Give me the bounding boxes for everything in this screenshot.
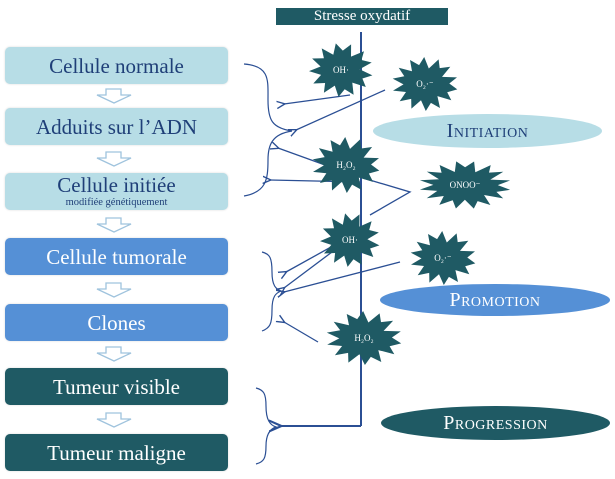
- species-label: O₂·⁻: [434, 253, 452, 263]
- arrow-h2o2-1: [278, 148, 326, 166]
- arrow-oh2-b: [284, 251, 333, 288]
- species-label: OH·: [333, 65, 349, 75]
- starburst-h2o2-1: H₂O₂: [312, 137, 380, 193]
- down-arrow-icon: [96, 346, 132, 362]
- stress-header: Stresse oxydatif: [276, 8, 448, 25]
- stage-sublabel: modifiée génétiquement: [65, 197, 168, 208]
- brace-promotion: [261, 251, 283, 332]
- starburst-shape: [320, 213, 380, 267]
- stage-label: Adduits sur l’ADN: [36, 114, 197, 139]
- brace-progression: [255, 387, 278, 465]
- stage-label: Cellule initiée: [57, 173, 176, 197]
- starburst-shape: [392, 57, 458, 111]
- arrow-h2o2-2: [284, 322, 319, 343]
- arrow-o2-1: [296, 89, 386, 130]
- phase-label: Initiation: [446, 119, 529, 142]
- starburst-shape: [326, 311, 402, 365]
- species-label: O₂·⁻: [416, 79, 434, 89]
- stage-label: Cellule normale: [49, 53, 184, 78]
- starburst-o2-1: O₂·⁻: [392, 57, 458, 111]
- down-arrow-icon: [96, 151, 132, 167]
- starburst-shape: [309, 43, 373, 97]
- species-label: H₂O₂: [354, 333, 373, 343]
- down-arrow-icon: [96, 412, 132, 428]
- starburst-h2o2-2: H₂O₂: [326, 311, 402, 365]
- stage-cellule-initiee: Cellule initiée modifiée génétiquement: [5, 173, 228, 210]
- species-label: ONOO⁻: [450, 180, 481, 190]
- arrow-o2-2: [284, 261, 401, 292]
- brace-initiation-lower: [243, 130, 293, 197]
- stage-tumeur-visible: Tumeur visible: [5, 368, 228, 405]
- species-label: H₂O₂: [336, 160, 355, 170]
- starburst-shape: [419, 161, 511, 209]
- phase-promotion: Promotion: [380, 284, 610, 316]
- stage-cellule-normale: Cellule normale: [5, 47, 228, 84]
- phase-initiation: Initiation: [373, 114, 602, 148]
- stage-cellule-tumorale: Cellule tumorale: [5, 238, 228, 275]
- arrow-onoo-path: [362, 177, 412, 216]
- starburst-o2-2: O₂·⁻: [410, 231, 476, 285]
- species-label: OH·: [342, 235, 358, 245]
- starburst-shape: [312, 137, 380, 193]
- starburst-oh-1: OH·: [309, 43, 373, 97]
- phase-label: Promotion: [449, 288, 541, 311]
- stage-label: Tumeur visible: [53, 374, 180, 399]
- brace-initiation-upper: [243, 63, 293, 132]
- phase-label: Progression: [443, 411, 548, 434]
- starburst-onoo: ONOO⁻: [419, 161, 511, 209]
- starburst-oh-2: OH·: [320, 213, 380, 267]
- stage-label: Cellule tumorale: [46, 244, 187, 269]
- down-arrow-icon: [96, 282, 132, 298]
- down-arrow-icon: [96, 217, 132, 233]
- flow-arrows: [96, 88, 132, 428]
- arrow-oh1: [284, 94, 351, 104]
- down-arrow-icon: [96, 88, 132, 104]
- stage-adduits-adn: Adduits sur l’ADN: [5, 108, 228, 145]
- starburst-shape: [410, 231, 476, 285]
- stage-label: Tumeur maligne: [47, 440, 186, 465]
- stage-clones: Clones: [5, 304, 228, 341]
- phase-progression: Progression: [381, 406, 610, 440]
- stage-label: Clones: [87, 310, 146, 335]
- stage-tumeur-maligne: Tumeur maligne: [5, 434, 228, 471]
